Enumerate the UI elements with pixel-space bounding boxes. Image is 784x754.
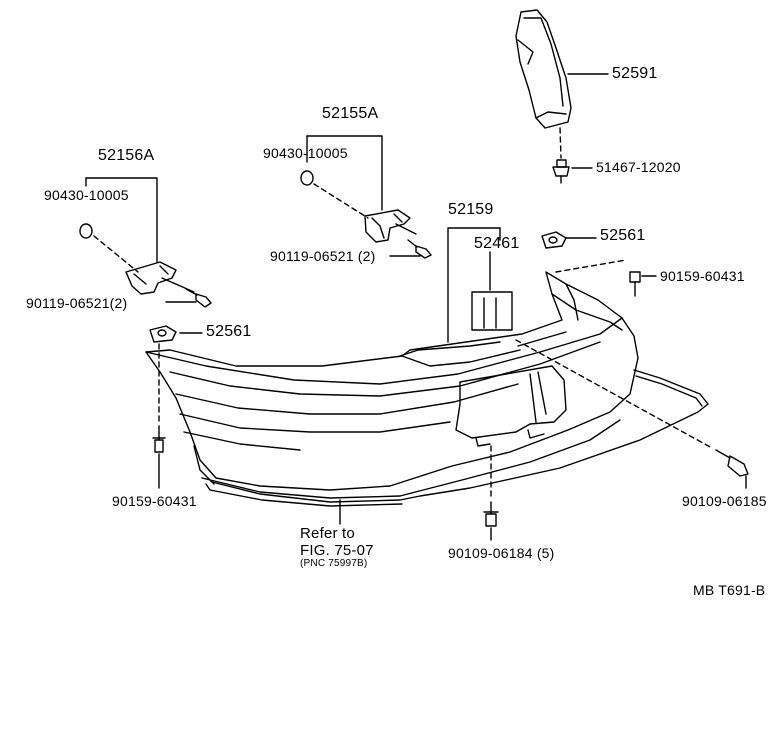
part-52591-bracket bbox=[515, 9, 572, 129]
part-52461-label-plate bbox=[471, 291, 513, 331]
part-52155A-retainer bbox=[364, 209, 417, 243]
screw-90109-right-icon bbox=[715, 449, 749, 477]
nut-52561-left-icon bbox=[149, 325, 177, 343]
label-52461: 52461 bbox=[474, 235, 520, 252]
label-90119-06521-left: 90119-06521(2) bbox=[26, 295, 128, 311]
nut-52561-right-icon bbox=[541, 231, 567, 249]
dashed-51467 bbox=[559, 127, 562, 159]
part-52159-bumper-cover bbox=[145, 271, 639, 507]
label-51467-12020: 51467-12020 bbox=[596, 159, 681, 175]
leader-52156A bbox=[85, 177, 158, 263]
dashed-90159-right bbox=[555, 259, 627, 273]
label-90119-06521-center: 90119-06521 (2) bbox=[270, 248, 376, 264]
screw-90109-bottom-icon bbox=[483, 501, 499, 527]
label-90430-10005-left: 90430-10005 bbox=[44, 187, 129, 203]
label-90159-60431-left: 90159-60431 bbox=[112, 493, 197, 509]
nut-90430-left-icon bbox=[79, 223, 93, 239]
label-52156A: 52156A bbox=[98, 147, 155, 164]
label-52561-left: 52561 bbox=[206, 323, 252, 340]
figure-code: MB T691-B bbox=[693, 582, 766, 598]
screw-90159-right-icon bbox=[629, 271, 641, 297]
label-90430-10005-center: 90430-10005 bbox=[263, 145, 348, 161]
label-52591: 52591 bbox=[612, 65, 658, 82]
screw-90119-center-icon bbox=[407, 239, 432, 259]
dashed-90109-right bbox=[515, 339, 713, 449]
dashed-90430-center bbox=[313, 183, 369, 219]
label-52561-right: 52561 bbox=[600, 227, 646, 244]
label-90109-06185: 90109-06185 bbox=[682, 493, 767, 509]
refer-text-line3: (PNC 75997B) bbox=[300, 558, 368, 569]
leader-52159 bbox=[447, 227, 501, 343]
screw-90159-left-icon bbox=[152, 425, 166, 453]
nut-90430-center-icon bbox=[300, 170, 314, 186]
part-52156A-retainer bbox=[125, 261, 195, 295]
leader-52155A bbox=[306, 135, 383, 211]
clip-51467-icon bbox=[552, 159, 570, 184]
moulding-strip bbox=[211, 369, 709, 503]
dashed-90430-left bbox=[93, 235, 139, 273]
refer-text-line2: FIG. 75-07 bbox=[300, 542, 374, 559]
label-52159: 52159 bbox=[448, 201, 494, 218]
label-90159-60431-right: 90159-60431 bbox=[660, 268, 745, 284]
screw-90119-left-icon bbox=[185, 288, 212, 308]
refer-text-line1: Refer to bbox=[300, 525, 355, 542]
label-90109-06184: 90109-06184 (5) bbox=[448, 545, 555, 561]
label-52155A: 52155A bbox=[322, 105, 379, 122]
